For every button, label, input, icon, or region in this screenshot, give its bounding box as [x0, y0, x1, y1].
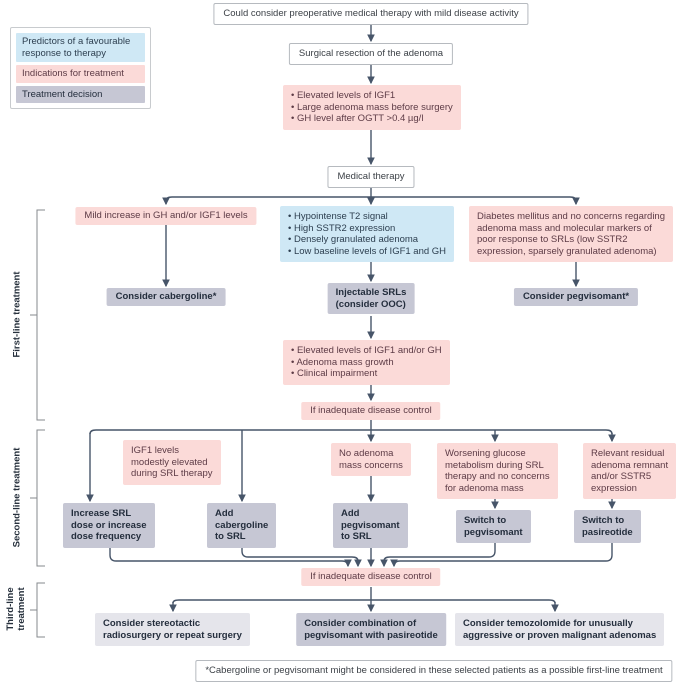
node-consider-cabergoline: Consider cabergoline*	[106, 288, 226, 306]
section-label-first-line: First-line treatment	[11, 271, 23, 358]
legend-item-decision: Treatment decision	[16, 85, 145, 103]
node-inadequate-control-2: If inadequate disease control	[301, 568, 441, 586]
section-label-second-line: Second-line treatment	[11, 447, 23, 548]
node-consider-pegvisomant: Consider pegvisomant*	[513, 288, 639, 306]
node-medical-therapy: Medical therapy	[327, 166, 415, 188]
section-label-third-line: Third-line treatment	[5, 587, 27, 631]
footnote: *Cabergoline or pegvisomant might be con…	[195, 660, 673, 682]
third-line-bracket	[30, 582, 45, 638]
node-preop-therapy: Could consider preoperative medical ther…	[213, 3, 529, 25]
node-surgical-resection: Surgical resection of the adenoma	[288, 43, 454, 65]
node-escalation-indications: • Elevated levels of IGF1 and/or GH• Ade…	[283, 340, 450, 385]
node-injectable-srls: Injectable SRLs(consider OOC)	[327, 283, 415, 314]
legend-item-indications: Indications for treatment	[16, 65, 145, 83]
second-line-bracket	[30, 429, 45, 567]
first-line-bracket	[30, 209, 45, 421]
node-post-surgery-indications: • Elevated levels of IGF1• Large adenoma…	[283, 85, 461, 130]
node-inadequate-control-1: If inadequate disease control	[301, 402, 441, 420]
node-mild-increase: Mild increase in GH and/or IGF1 levels	[75, 207, 257, 225]
node-diabetes-condition: Diabetes mellitus and no concerns regard…	[469, 206, 673, 262]
node-srl-predictors: • Hypointense T2 signal• High SSTR2 expr…	[280, 206, 455, 262]
